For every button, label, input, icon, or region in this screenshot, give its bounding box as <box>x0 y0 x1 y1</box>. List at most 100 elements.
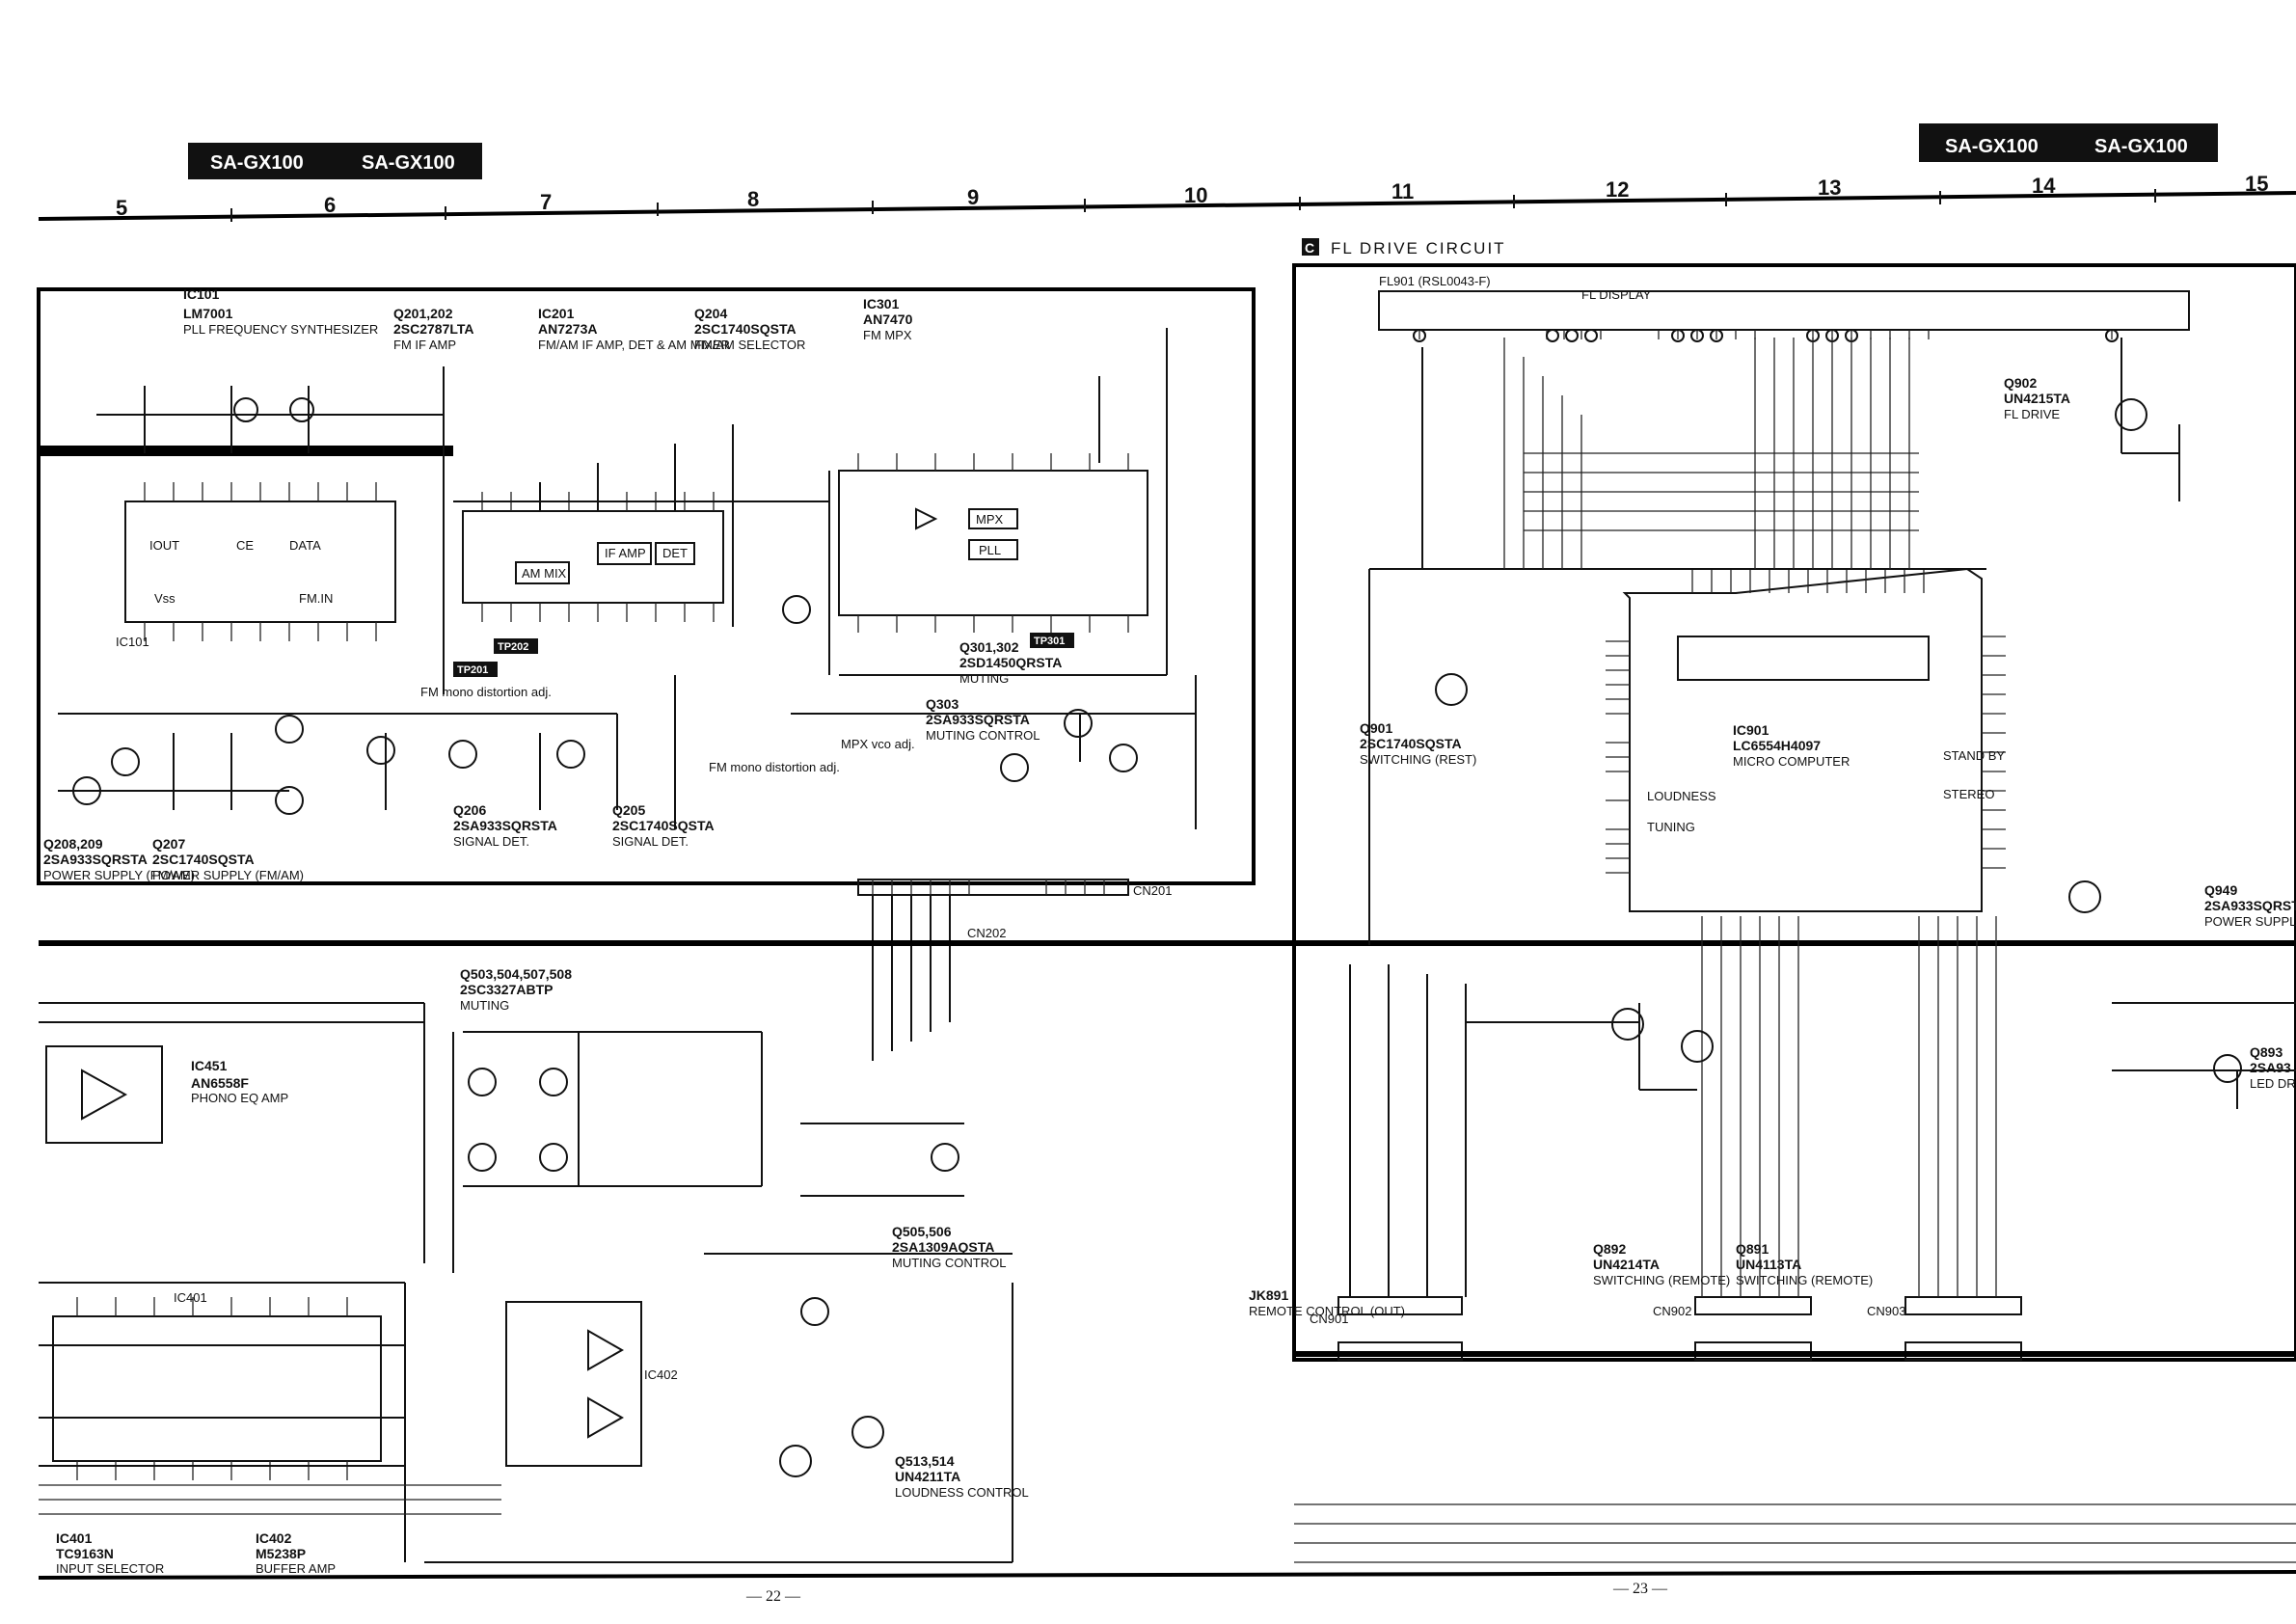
connector-cn201-cn202: CN201 CN202 <box>857 879 1172 1061</box>
ic402-ref: IC402 <box>256 1530 292 1546</box>
svg-text:DET: DET <box>662 546 688 560</box>
q503-desc: MUTING <box>460 998 509 1013</box>
q892-desc: SWITCHING (REMOTE) <box>1593 1273 1730 1287</box>
ic901-desc: MICRO COMPUTER <box>1733 754 1850 769</box>
ic451-desc: PHONO EQ AMP <box>191 1091 288 1105</box>
q301-302-refs: Q301,302 <box>959 639 1019 655</box>
test-point-tp201: TP201 <box>453 662 498 677</box>
svg-text:STAND BY: STAND BY <box>1943 748 2005 763</box>
column-label-6: 6 <box>324 193 336 217</box>
svg-text:FM.IN: FM.IN <box>299 591 333 606</box>
ic301-desc: FM MPX <box>863 328 912 342</box>
q205-part: 2SC1740SQSTA <box>612 818 715 833</box>
q901-desc: SWITCHING (REST) <box>1360 752 1476 767</box>
section-letter-box <box>1302 238 1319 256</box>
ic901-block: LOUDNESS TUNING STAND BY STEREO <box>1606 567 2006 912</box>
svg-text:DATA: DATA <box>289 538 321 553</box>
q902-desc: FL DRIVE <box>2004 407 2060 421</box>
ic301-ref: IC301 <box>863 296 900 311</box>
q949-desc: POWER SUPPLY <box>2204 914 2296 929</box>
column-label-10: 10 <box>1184 183 1207 207</box>
note-fm-mono-adj-2: FM mono distortion adj. <box>709 760 840 774</box>
q301-302-part: 2SD1450QRSTA <box>959 655 1062 670</box>
model-badge-right-b: SA-GX100 <box>2094 136 2188 157</box>
section-letter: C <box>1305 240 1314 256</box>
q891-refs: Q891 <box>1736 1241 1769 1257</box>
q201-202-part: 2SC2787LTA <box>393 321 474 337</box>
ic101-part: LM7001 <box>183 306 233 321</box>
ic401-top-label: IC401 <box>174 1290 207 1305</box>
q893-part: 2SA93 <box>2250 1060 2291 1075</box>
tuner-board: IOUT CE DATA Vss FM.IN IC101 IC101 LM700… <box>37 286 1256 885</box>
column-label-12: 12 <box>1606 177 1629 202</box>
ic201-ref: IC201 <box>538 306 575 321</box>
q205-desc: SIGNAL DET. <box>612 834 689 849</box>
column-label-11: 11 <box>1391 179 1414 203</box>
q901-refs: Q901 <box>1360 720 1392 736</box>
q201-202-desc: FM IF AMP <box>393 338 456 352</box>
model-badge-left-a: SA-GX100 <box>210 152 304 174</box>
connector-cn202-label: CN202 <box>967 926 1006 940</box>
ic901-ref: IC901 <box>1733 722 1769 738</box>
section-title: FL DRIVE CIRCUIT <box>1331 239 1506 257</box>
connector-cn903-label: CN903 <box>1867 1304 1905 1318</box>
svg-text:TP301: TP301 <box>1034 636 1065 647</box>
connector-cn201-label: CN201 <box>1133 883 1172 898</box>
q301-302-desc: MUTING <box>959 671 1009 686</box>
q505-part: 2SA1309AQSTA <box>892 1239 994 1255</box>
ic101-ref-label: IC101 <box>116 635 149 649</box>
svg-text:IF AMP: IF AMP <box>605 546 646 560</box>
ic451-ref: IC451 <box>191 1058 228 1073</box>
svg-text:MPX: MPX <box>976 512 1004 527</box>
q205-refs: Q205 <box>612 802 645 818</box>
q204-refs: Q204 <box>694 306 727 321</box>
q303-part: 2SA933SQRSTA <box>926 712 1030 727</box>
test-point-tp202: TP202 <box>494 638 538 654</box>
svg-text:Vss: Vss <box>154 591 176 606</box>
q208-209-desc: POWER SUPPLY (FM/AM) <box>43 868 195 882</box>
svg-text:AM MIX: AM MIX <box>522 566 567 581</box>
ic101-block: IOUT CE DATA Vss FM.IN IC101 <box>116 482 396 649</box>
q206-desc: SIGNAL DET. <box>453 834 529 849</box>
q303-desc: MUTING CONTROL <box>926 728 1040 743</box>
q503-refs: Q503,504,507,508 <box>460 966 572 982</box>
q902-part: UN4215TA <box>2004 391 2070 406</box>
column-ruler: 5 6 7 8 9 10 11 12 13 14 15 <box>38 172 2296 222</box>
connector-cn901-label: CN901 <box>1310 1312 1348 1326</box>
model-badge-right: SA-GX100 SA-GX100 <box>1919 123 2218 162</box>
svg-text:STEREO: STEREO <box>1943 787 1994 801</box>
q505-refs: Q505,506 <box>892 1224 952 1239</box>
q201-202-refs: Q201,202 <box>393 306 453 321</box>
q893-refs: Q893 <box>2250 1044 2282 1060</box>
ic401-part: TC9163N <box>56 1546 114 1561</box>
fl-drive-section: C FL DRIVE CIRCUIT FL901 (RSL0043-F) FL … <box>1229 238 2296 1563</box>
jack-ref: JK891 <box>1249 1287 1288 1303</box>
column-label-5: 5 <box>116 196 127 220</box>
ic402-side-label: IC402 <box>644 1367 678 1382</box>
ic402-desc: BUFFER AMP <box>256 1561 336 1576</box>
model-badge-left-b: SA-GX100 <box>362 152 455 174</box>
q892-part: UN4214TA <box>1593 1257 1660 1272</box>
q893-desc: LED DR <box>2250 1076 2296 1091</box>
audio-board: Q503,504,507,508 2SC3327ABTP MUTING Q505… <box>39 940 1232 1576</box>
q206-refs: Q206 <box>453 802 486 818</box>
q513-refs: Q513,514 <box>895 1453 955 1469</box>
ic301-part: AN7470 <box>863 311 913 327</box>
ic401-desc: INPUT SELECTOR <box>56 1561 164 1576</box>
ic401-block: IC401 <box>52 1290 382 1480</box>
q204-part: 2SC1740SQSTA <box>694 321 797 337</box>
q902-refs: Q902 <box>2004 375 2037 391</box>
q513-part: UN4211TA <box>895 1469 960 1484</box>
q207-refs: Q207 <box>152 836 185 852</box>
ic301-block: MPX PLL <box>838 453 1148 633</box>
connector-cn902: CN902 <box>1653 1296 1812 1361</box>
q901-part: 2SC1740SQSTA <box>1360 736 1462 751</box>
ic201-block: AM MIX IF AMP DET <box>462 492 724 622</box>
fl-display: FL901 (RSL0043-F) FL DISPLAY <box>1378 274 2190 342</box>
ic401-ref: IC401 <box>56 1530 93 1546</box>
q891-desc: SWITCHING (REMOTE) <box>1736 1273 1873 1287</box>
ic101-ref: IC101 <box>183 286 220 302</box>
connector-cn902-label: CN902 <box>1653 1304 1691 1318</box>
page-number-23: — 23 — <box>1612 1581 1668 1597</box>
column-label-14: 14 <box>2032 174 2056 198</box>
